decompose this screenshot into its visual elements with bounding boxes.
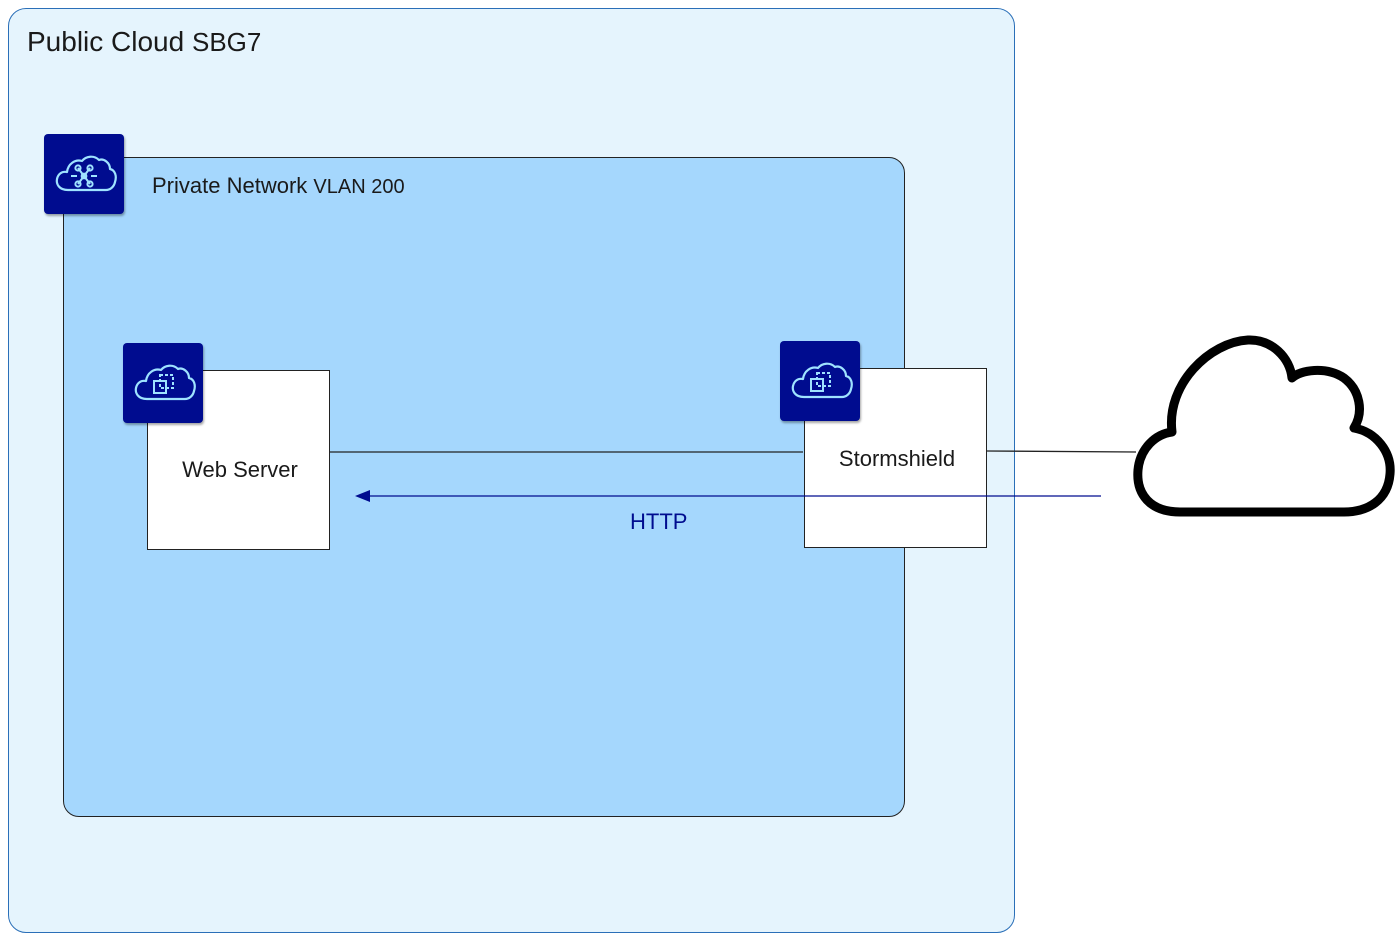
stormshield-label: Stormshield: [838, 446, 956, 471]
private-network-cloud-icon: [55, 155, 117, 192]
internet-cloud-icon: [1133, 335, 1395, 517]
public-cloud-title-suffix: SBG7: [191, 27, 262, 57]
private-network-title-main: Private Network: [152, 173, 308, 198]
public-cloud-title-main: Public Cloud: [27, 26, 185, 57]
stormshield-to-internet-link: [986, 450, 1137, 453]
private-network-title: Private Network VLAN 200: [152, 173, 405, 199]
web-server-badge: [123, 343, 203, 423]
private-network-title-suffix: VLAN 200: [313, 176, 405, 198]
stormshield-instance-icon: [791, 362, 853, 399]
web-server-label: Web Server: [182, 457, 298, 482]
http-flow-label: HTTP: [630, 509, 688, 534]
private-network-badge: [44, 134, 124, 214]
public-cloud-title: Public Cloud SBG7: [27, 26, 261, 58]
web-server-node[interactable]: [147, 370, 330, 550]
http-arrowhead: [355, 490, 370, 502]
stormshield-badge: [780, 341, 860, 421]
web-server-instance-icon: [134, 364, 196, 401]
